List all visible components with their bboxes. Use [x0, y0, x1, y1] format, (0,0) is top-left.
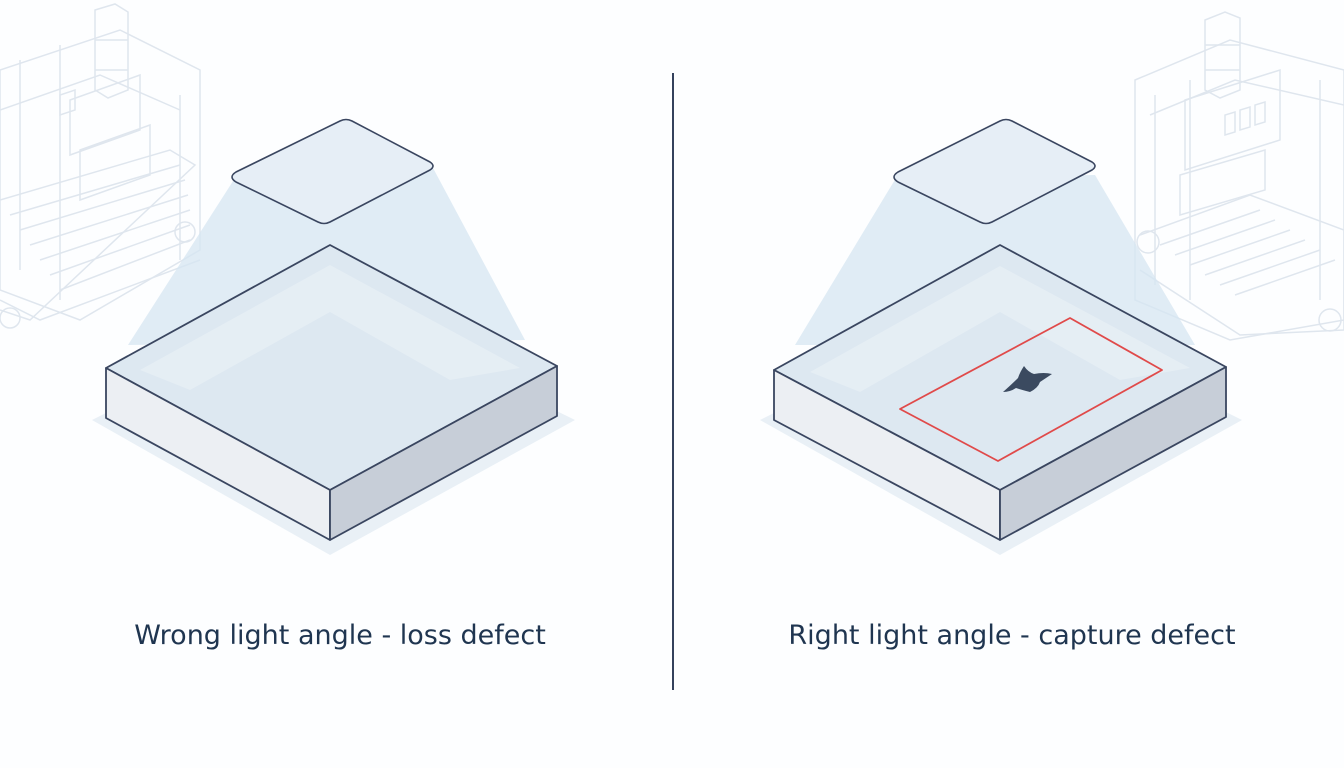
plate-sheen	[140, 265, 520, 390]
inspected-plate-right-side	[999, 366, 1227, 541]
machine-background-right	[1134, 11, 1344, 341]
detection-box	[899, 317, 1163, 462]
defect-spot-icon	[1003, 366, 1052, 392]
left-scene	[92, 118, 575, 555]
machine-background-left	[0, 3, 201, 329]
light-panel-icon	[893, 118, 1096, 225]
right-scene	[760, 118, 1242, 555]
right-caption: Right light angle - capture defect	[788, 620, 1236, 651]
light-panel-icon	[231, 118, 434, 225]
left-caption: Wrong light angle - loss defect	[134, 620, 546, 651]
inspected-plate-right-side	[329, 365, 558, 541]
plate-sheen	[810, 266, 1190, 392]
